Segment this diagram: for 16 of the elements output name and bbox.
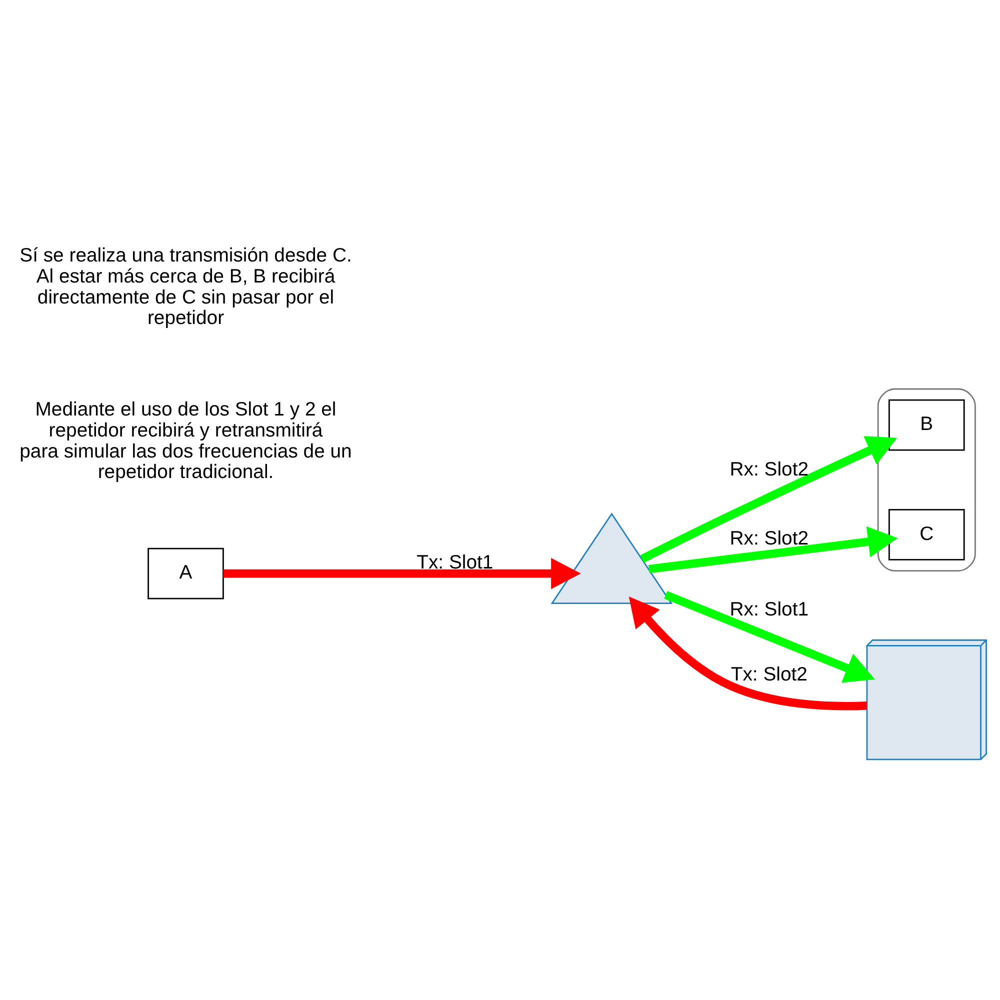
edge-label: Tx: Slot1 bbox=[416, 551, 494, 574]
node-box: A bbox=[148, 548, 224, 600]
arrow bbox=[628, 596, 867, 710]
arrow bbox=[648, 526, 898, 574]
node-box: B bbox=[888, 399, 965, 451]
label: Mediante el uso de los Slot 1 y 2 el repetidor recibirá y retransmitirá para simular las dos frecuencias de un repetidor tradicional. bbox=[20, 398, 352, 484]
node-box: C bbox=[888, 509, 965, 560]
arrow bbox=[664, 590, 875, 683]
edge-label: Rx: Slot1 bbox=[730, 598, 809, 620]
edge-label: Tx: Slot2 bbox=[730, 664, 808, 686]
cluster bbox=[877, 388, 976, 572]
edge-label: Rx: Slot2 bbox=[730, 458, 809, 480]
label: Sí se realiza una transmisión desde C. Al estar más cerca de B, B recibirá directamente de C sin pasar por el repetidor bbox=[20, 244, 352, 330]
arrow bbox=[223, 558, 581, 590]
arrow bbox=[640, 436, 898, 563]
edge-label: Rx: Slot2 bbox=[730, 528, 809, 550]
